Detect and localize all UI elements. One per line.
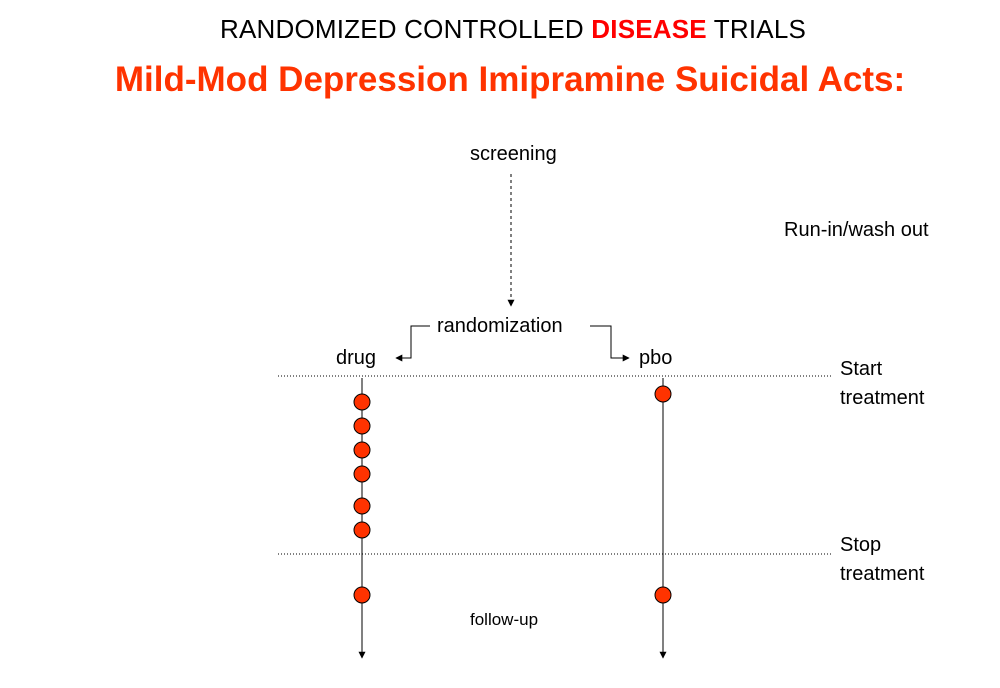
drug-treatment-event-marker [353,497,371,515]
pbo-follow-up-event-marker [654,586,672,604]
drug-arm-label: drug [336,347,377,369]
title-highlight: DISEASE [591,14,707,44]
drug-treatment-event-marker [353,441,371,459]
title-prefix: RANDOMIZED CONTROLLED [219,14,592,44]
screening-label: screening [470,143,557,165]
pbo-arm-label: pbo [639,347,673,369]
start-treatment-label: treatment [840,387,925,409]
title-line-1: RANDOMIZED CONTROLLED DISEASE TRIALS [0,14,1000,45]
randomization-to-pbo-arrow [590,325,630,362]
drug-follow-up-event-marker [353,586,371,604]
stop-treatment-label: treatment [840,563,925,585]
pbo-treatment-event-marker [654,385,672,403]
follow-up-label: follow-up [470,610,539,629]
title-suffix: TRIALS [706,14,807,44]
randomization-to-drug-arrow [395,325,430,362]
stop-label: Stop [840,534,882,556]
start-label: Start [840,358,883,380]
events-layer [353,385,672,604]
drug-treatment-event-marker [353,393,371,411]
title-line-2: Mild-Mod Depression Imipramine Suicidal … [114,60,906,99]
drug-treatment-event-marker [353,465,371,483]
drug-treatment-event-marker [353,521,371,539]
drug-treatment-event-marker [353,417,371,435]
run-in-label: Run-in/wash out [784,219,929,241]
randomization-label: randomization [437,315,563,337]
